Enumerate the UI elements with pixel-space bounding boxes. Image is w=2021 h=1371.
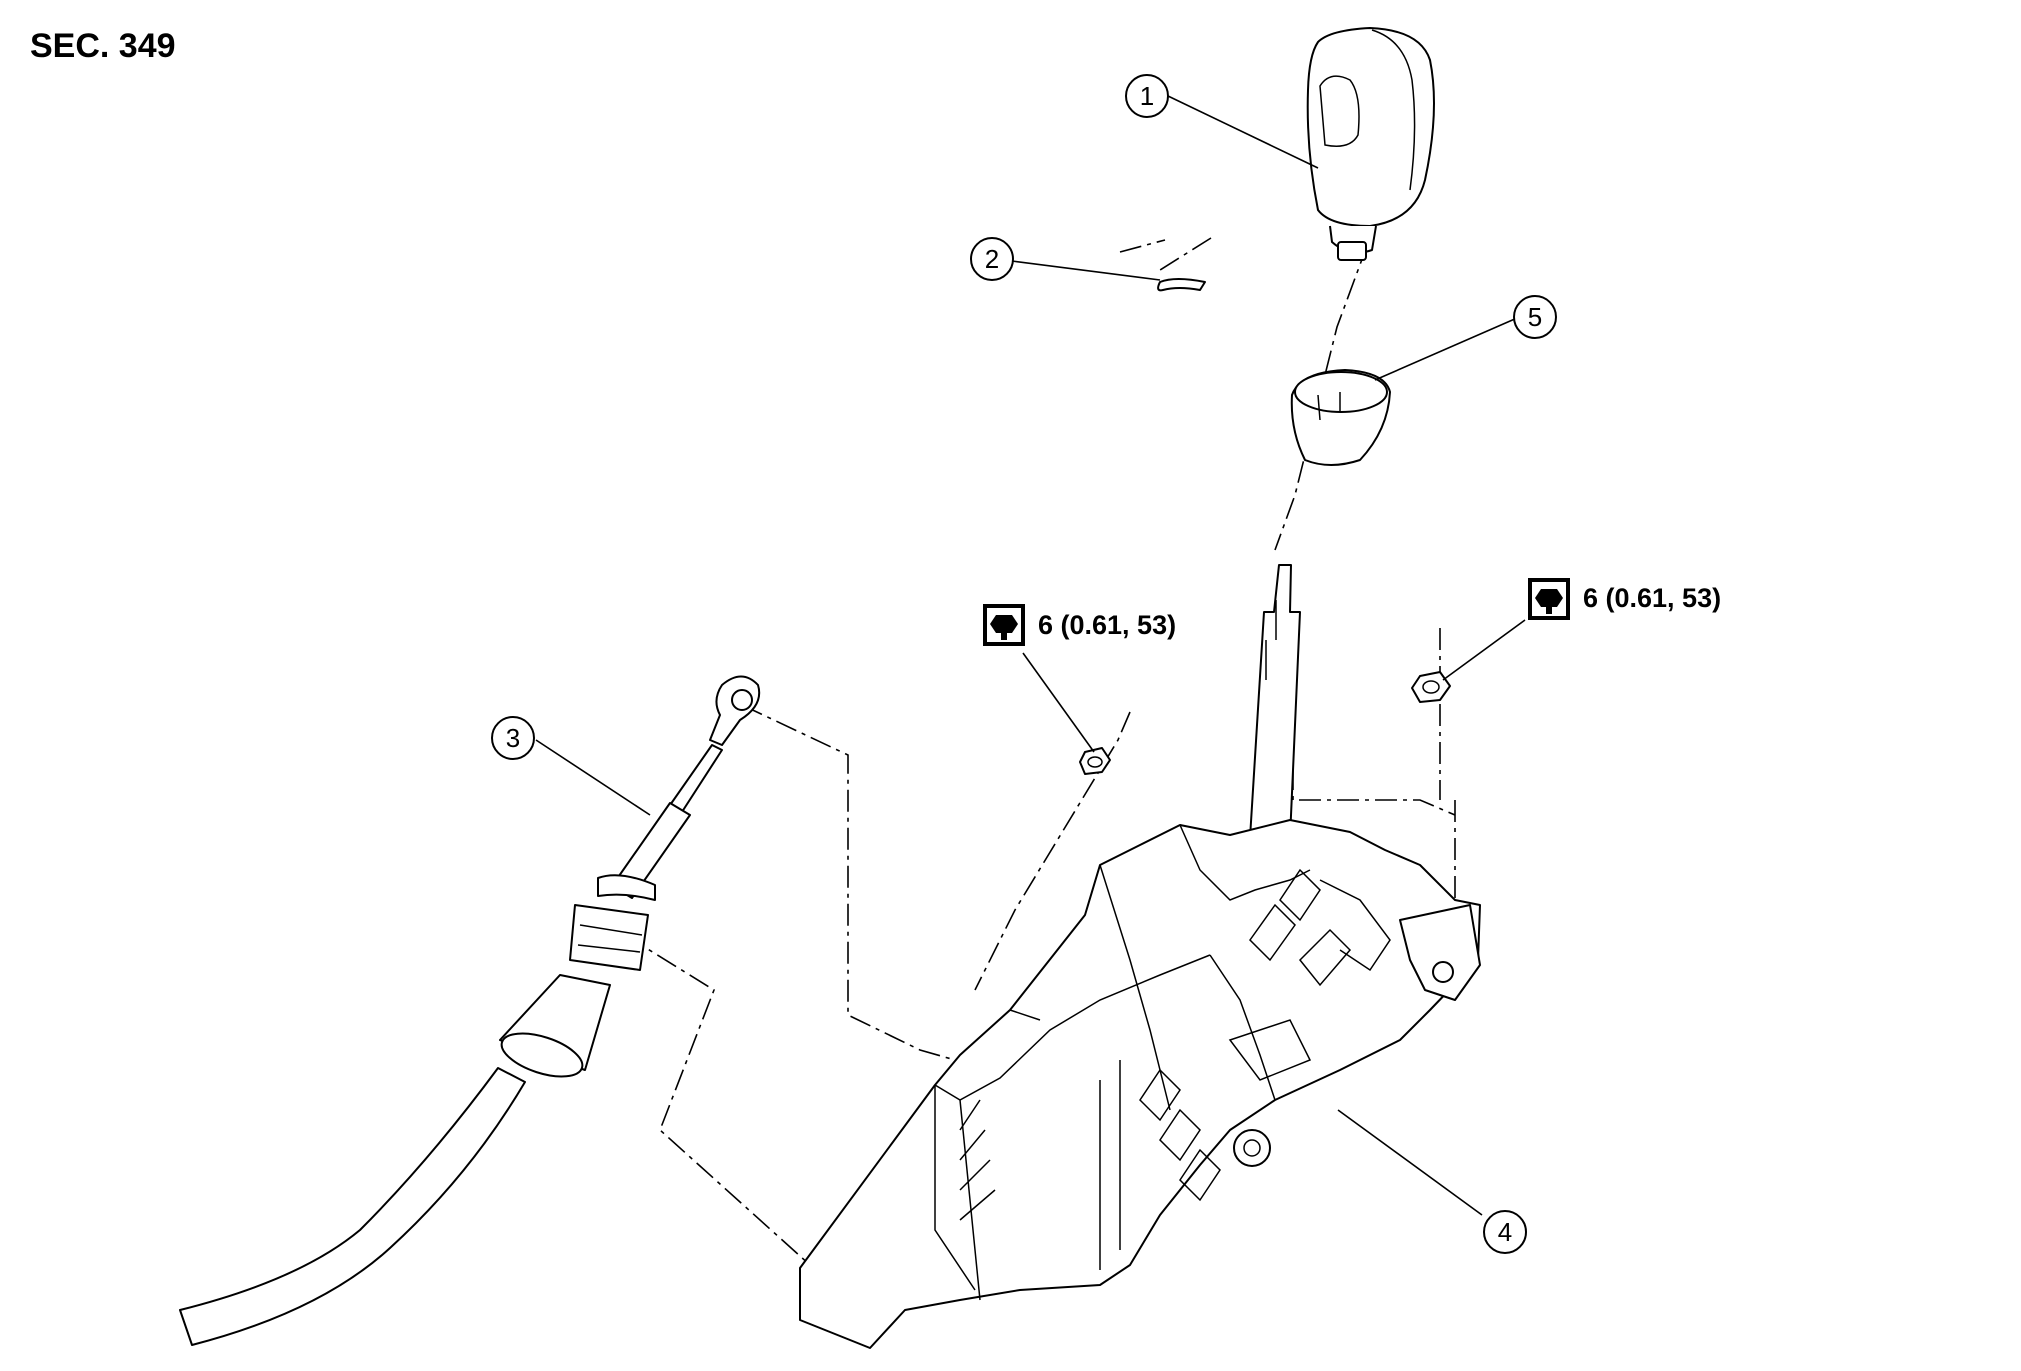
callout-3-number: 3 [506, 723, 520, 753]
callout-5-number: 5 [1528, 302, 1542, 332]
control-cable [179, 675, 761, 1346]
clip [1157, 278, 1206, 292]
section-label: SEC. 349 [30, 27, 176, 65]
callout-5: 5 [1513, 295, 1557, 339]
torque-wrench-icon [1528, 578, 1570, 620]
nut-right [1411, 671, 1451, 703]
torque-spec-right: 6 (0.61, 53) [1528, 578, 1721, 620]
torque-spec-right-text: 6 (0.61, 53) [1583, 583, 1721, 613]
torque-spec-left-text: 6 (0.61, 53) [1038, 610, 1176, 640]
shift-lever-housing [799, 819, 1481, 1349]
callout-2: 2 [970, 237, 1014, 281]
shift-lever-rod [1249, 564, 1301, 839]
torque-spec-left: 6 (0.61, 53) [983, 604, 1176, 646]
torque-wrench-icon [983, 604, 1025, 646]
callout-leaders [535, 95, 1526, 1216]
callout-1-number: 1 [1140, 81, 1154, 111]
callout-4-number: 4 [1498, 1217, 1512, 1247]
shift-knob [1306, 27, 1435, 261]
knob-boot [1290, 369, 1391, 466]
callout-4: 4 [1483, 1210, 1527, 1254]
callout-1: 1 [1125, 74, 1169, 118]
callout-3: 3 [491, 716, 535, 760]
nut-left [1079, 747, 1111, 775]
callout-2-number: 2 [985, 244, 999, 274]
